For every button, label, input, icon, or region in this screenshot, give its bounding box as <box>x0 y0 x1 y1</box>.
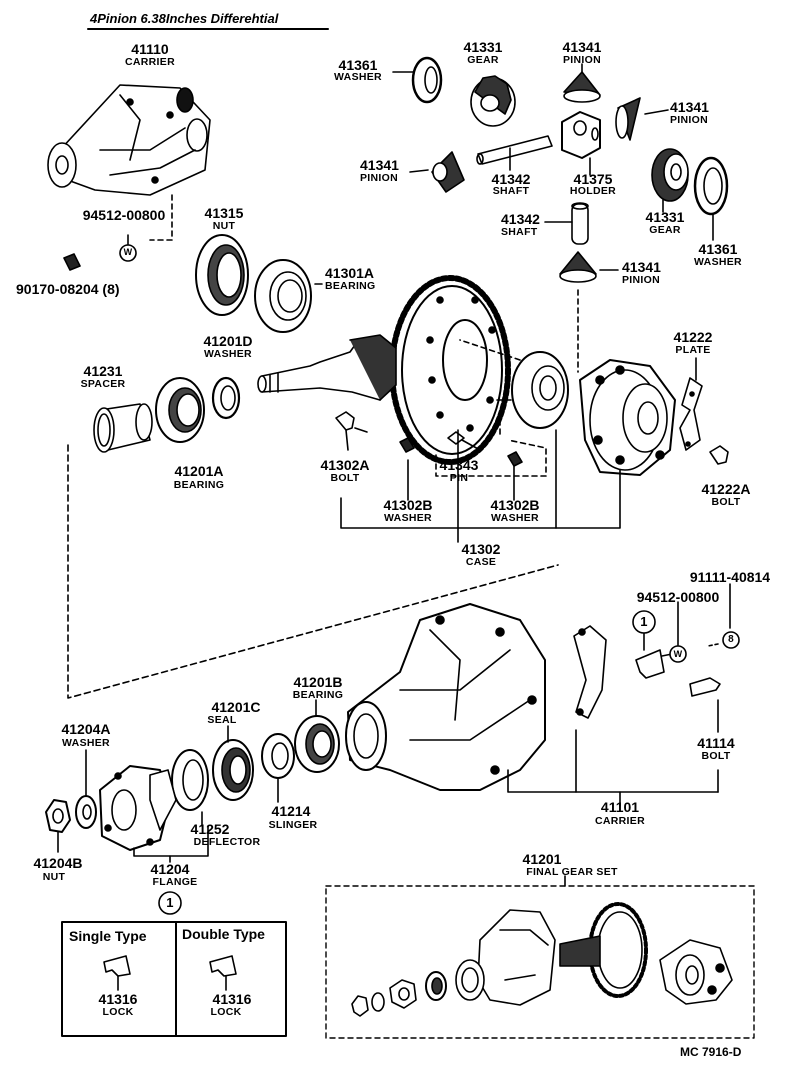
part-number-41214: 41214 <box>271 803 311 819</box>
part-number-41341-left: 41341 <box>360 157 399 173</box>
part-name-41204a: WASHER <box>62 737 110 749</box>
part-name-41252: DEFLECTOR <box>193 836 261 848</box>
diagram-title: 4Pinion 6.38Inches Differehtial <box>90 11 279 26</box>
part-number-41331-top: 41331 <box>463 39 503 55</box>
part-name-41315: NUT <box>212 220 236 232</box>
final-gear-set-drawing <box>351 902 733 1017</box>
part-number-41341-bottom: 41341 <box>622 259 661 275</box>
part-name-41302a: BOLT <box>330 472 360 484</box>
part-number-41222a: 41222A <box>701 481 751 497</box>
part-number-94512-upper: 94512-00800 <box>82 207 166 223</box>
part-number-41302b-left: 41302B <box>383 497 433 513</box>
marker-circle-w-left <box>119 244 137 262</box>
part-name-41342-upper: SHAFT <box>492 185 530 197</box>
part-name-41204b: NUT <box>42 871 66 883</box>
part-name-41222: PLATE <box>675 344 711 356</box>
part-number-41316-single: 41316 <box>98 991 138 1007</box>
part-number-41114: 41114 <box>697 735 735 751</box>
part-name-41231: SPACER <box>80 378 126 390</box>
marker-1-top: 1 <box>640 614 648 629</box>
part-number-91111: 91111-40814 <box>689 569 771 585</box>
part-name-41201d: WASHER <box>204 348 252 360</box>
part-number-41252: 41252 <box>190 821 230 837</box>
ring-gear-drawing <box>389 275 511 465</box>
carrier-41110-drawing <box>47 84 211 196</box>
part-number-41302a: 41302A <box>320 457 370 473</box>
marker-w-left: W <box>123 247 133 257</box>
marker-1-bottom: 1 <box>166 895 174 910</box>
marker-circle-8-right <box>722 631 740 649</box>
part-number-41375: 41375 <box>573 171 613 187</box>
part-name-41331-right: GEAR <box>649 224 681 236</box>
single-type-title: Single Type <box>69 928 147 944</box>
part-name-41301a: BEARING <box>325 280 376 292</box>
differential-case-drawing <box>511 351 676 476</box>
part-name-41341-left: PINION <box>360 172 398 184</box>
part-number-41361-right: 41361 <box>698 241 738 257</box>
part-name-41361-top: WASHER <box>334 71 382 83</box>
reference-code: MC 7916-D <box>680 1045 742 1059</box>
part-number-41110: 41110 <box>131 41 169 57</box>
part-name-41316-single: LOCK <box>102 1006 134 1018</box>
part-name-41201a: BEARING <box>173 479 225 491</box>
part-number-41343: 41343 <box>439 457 479 473</box>
part-number-41302: 41302 <box>461 541 501 557</box>
part-number-41342-lower: 41342 <box>501 211 540 227</box>
part-number-41204b: 41204B <box>33 855 83 871</box>
part-name-41341-bottom: PINION <box>622 274 660 286</box>
part-name-41331-top: GEAR <box>467 54 499 66</box>
part-name-41110: CARRIER <box>125 56 175 68</box>
part-name-41201: FINAL GEAR SET <box>526 866 618 878</box>
part-number-41201: 41201 <box>522 851 562 867</box>
part-name-41343: PIN <box>449 472 469 484</box>
part-number-41222: 41222 <box>673 329 713 345</box>
part-number-41204: 41204 <box>150 861 190 877</box>
part-name-41114: BOLT <box>701 750 731 762</box>
marker-8-right: 8 <box>728 634 734 645</box>
part-number-90170: 90170-08204 (8) <box>16 281 120 297</box>
part-name-41302b-left: WASHER <box>384 512 432 524</box>
part-number-41204a: 41204A <box>61 721 111 737</box>
part-number-41231: 41231 <box>83 363 123 379</box>
part-number-41342-upper: 41342 <box>491 171 531 187</box>
part-name-41375: HOLDER <box>569 185 617 197</box>
part-number-41302b-right: 41302B <box>490 497 540 513</box>
part-name-41101: CARRIER <box>595 815 645 827</box>
part-name-41316-double: LOCK <box>210 1006 242 1018</box>
part-number-41301a: 41301A <box>325 265 375 281</box>
part-number-41331-right: 41331 <box>645 209 685 225</box>
marker-w-right: W <box>673 649 683 659</box>
part-number-41341-right: 41341 <box>670 99 709 115</box>
part-number-41316-double: 41316 <box>212 991 252 1007</box>
part-number-41201d: 41201D <box>203 333 253 349</box>
carrier-41101-drawing <box>345 603 546 791</box>
part-name-41302: CASE <box>465 556 497 568</box>
marker-circle-1-bottom <box>158 891 182 915</box>
part-name-41204: FLANGE <box>152 876 198 888</box>
part-number-41201c: 41201C <box>211 699 261 715</box>
part-name-41201b: BEARING <box>292 689 344 701</box>
marker-circle-w-right <box>669 645 687 663</box>
part-name-41342-lower: SHAFT <box>501 226 538 238</box>
part-number-41101: 41101 <box>600 799 640 815</box>
part-name-41361-right: WASHER <box>694 256 742 268</box>
part-name-41302b-right: WASHER <box>491 512 539 524</box>
marker-circle-1-top <box>632 610 656 634</box>
part-name-41341-top: PINION <box>563 54 601 66</box>
part-name-41214: SLINGER <box>268 819 318 831</box>
part-number-41341-top: 41341 <box>562 39 602 55</box>
double-type-title: Double Type <box>182 926 265 942</box>
part-name-41201c: SEAL <box>207 714 237 726</box>
part-number-94512-lower: 94512-00800 <box>636 589 720 605</box>
part-number-41315: 41315 <box>204 205 244 221</box>
part-number-41201a: 41201A <box>174 463 224 479</box>
part-number-41361-top: 41361 <box>338 57 378 73</box>
part-name-41341-right: PINION <box>670 114 708 126</box>
part-number-41201b: 41201B <box>293 674 343 690</box>
part-name-41222a: BOLT <box>711 496 741 508</box>
